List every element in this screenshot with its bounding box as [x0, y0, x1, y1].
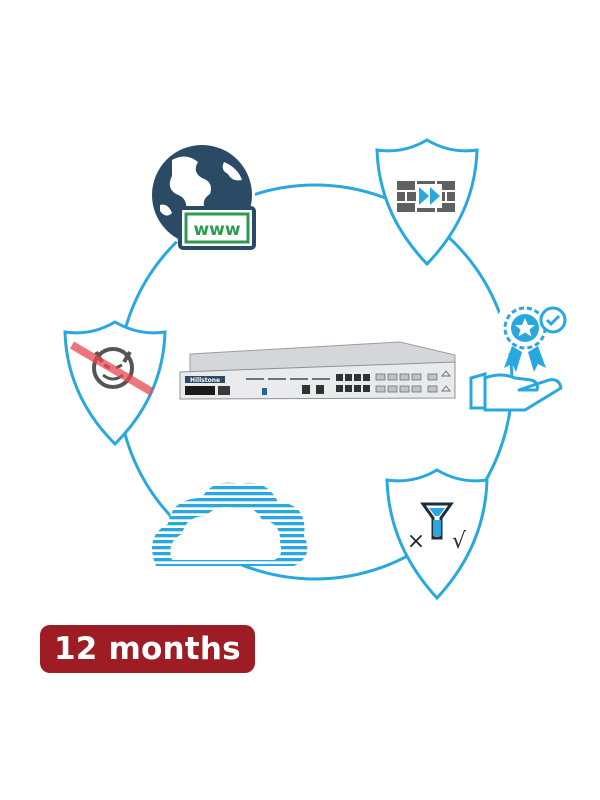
device-brand-label: Hillstone [190, 377, 220, 384]
www-label: www [193, 220, 240, 240]
subscription-duration-badge: 12 months [40, 625, 255, 673]
reject-mark: × [407, 529, 425, 554]
firewall-appliance-image: Hillstone [179, 341, 456, 400]
accept-mark: √ [452, 529, 467, 554]
firewall-shield-icon [375, 138, 479, 267]
blocked-threat-shield-icon [63, 320, 167, 447]
filter-shield-icon: × √ [385, 468, 489, 601]
cloud-icon [152, 482, 308, 566]
award-hand-icon [469, 298, 567, 412]
globe-www-icon: www [149, 142, 256, 250]
